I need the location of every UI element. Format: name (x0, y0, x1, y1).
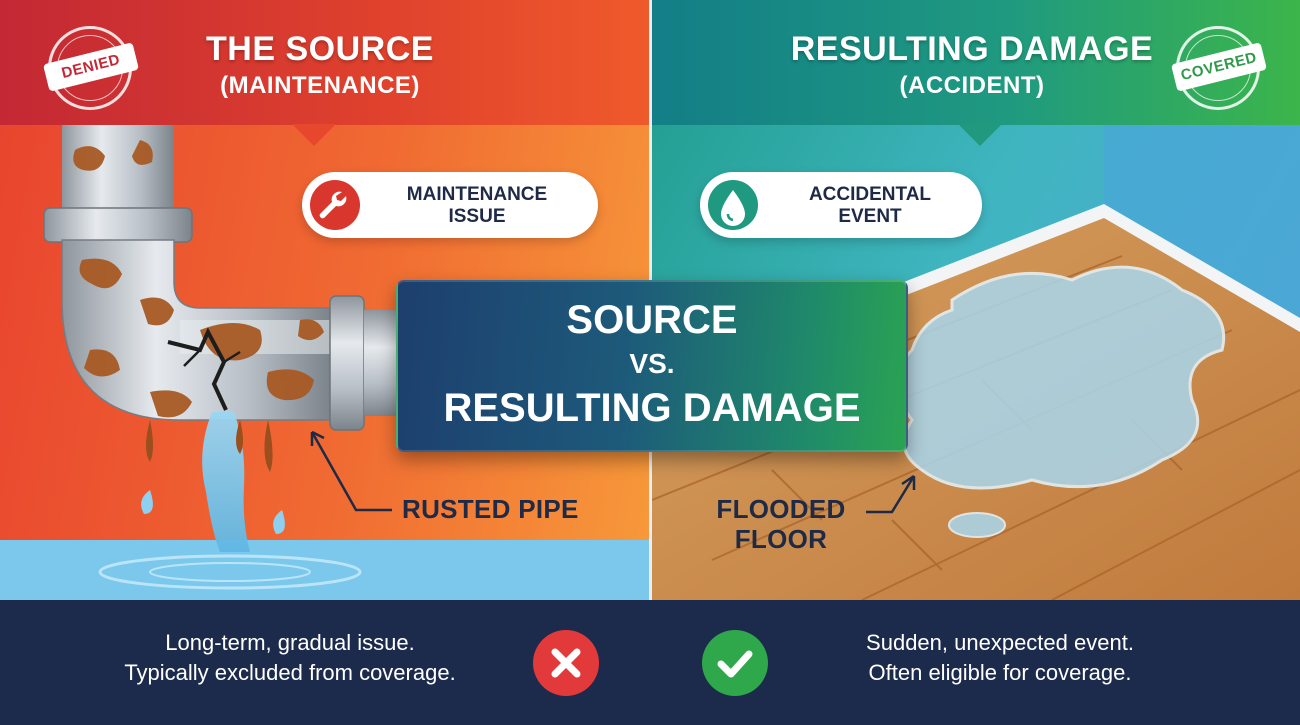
maintenance-issue-pill: MAINTENANCE ISSUE (302, 172, 598, 238)
right-description-line1: Sudden, unexpected event. (866, 630, 1134, 655)
left-title: THE SOURCE (206, 30, 434, 68)
bottom-band (0, 600, 1300, 725)
left-description-line1: Long-term, gradual issue. (165, 630, 415, 655)
flooded-callout-line1: FLOODED (716, 494, 846, 524)
right-title: RESULTING DAMAGE (790, 30, 1154, 68)
rusted-pipe-illustration (0, 125, 650, 600)
left-description-line2: Typically excluded from coverage. (124, 660, 456, 685)
left-subtitle: (MAINTENANCE) (220, 72, 420, 99)
denied-stamp-label: DENIED (42, 42, 140, 92)
flooded-floor-arrow (866, 475, 916, 514)
denied-stamp: DENIED (42, 26, 140, 110)
covered-stamp-label: COVERED (1170, 42, 1268, 92)
left-description: Long-term, gradual issue. Typically excl… (80, 628, 500, 688)
water-drop-icon (708, 180, 758, 230)
accidental-event-pill: ACCIDENTAL EVENT (700, 172, 982, 238)
pipe-crack (167, 327, 228, 411)
accidental-pill-line2: EVENT (838, 206, 902, 227)
flooded-floor-illustration (652, 125, 1300, 600)
right-description: Sudden, unexpected event. Often eligible… (800, 628, 1200, 688)
banner-line-vs: VS. (629, 348, 675, 379)
maintenance-pill-line2: ISSUE (448, 206, 506, 227)
right-subtitle: (ACCIDENT) (899, 72, 1045, 99)
source-vs-damage-banner: SOURCE VS. RESULTING DAMAGE (396, 280, 908, 452)
flooded-floor-callout: FLOODED FLOOR (706, 494, 856, 554)
accidental-pill-line1: ACCIDENTAL (808, 184, 932, 205)
water-stream (202, 412, 250, 552)
water-pool (0, 540, 650, 600)
right-header-notch (958, 124, 1002, 146)
rusted-pipe-arrow (310, 431, 392, 512)
banner-line-source: SOURCE (566, 298, 738, 342)
left-header-notch (292, 124, 336, 146)
check-icon (702, 630, 768, 696)
right-description-line2: Often eligible for coverage. (868, 660, 1132, 685)
wrench-icon (310, 180, 360, 230)
x-icon (533, 630, 599, 696)
banner-line-resulting-damage: RESULTING DAMAGE (443, 386, 861, 430)
flooded-callout-line2: FLOOR (734, 524, 828, 554)
rusted-pipe-callout: RUSTED PIPE (402, 494, 579, 524)
maintenance-pill-line1: MAINTENANCE (406, 184, 548, 205)
covered-stamp: COVERED (1170, 26, 1268, 110)
